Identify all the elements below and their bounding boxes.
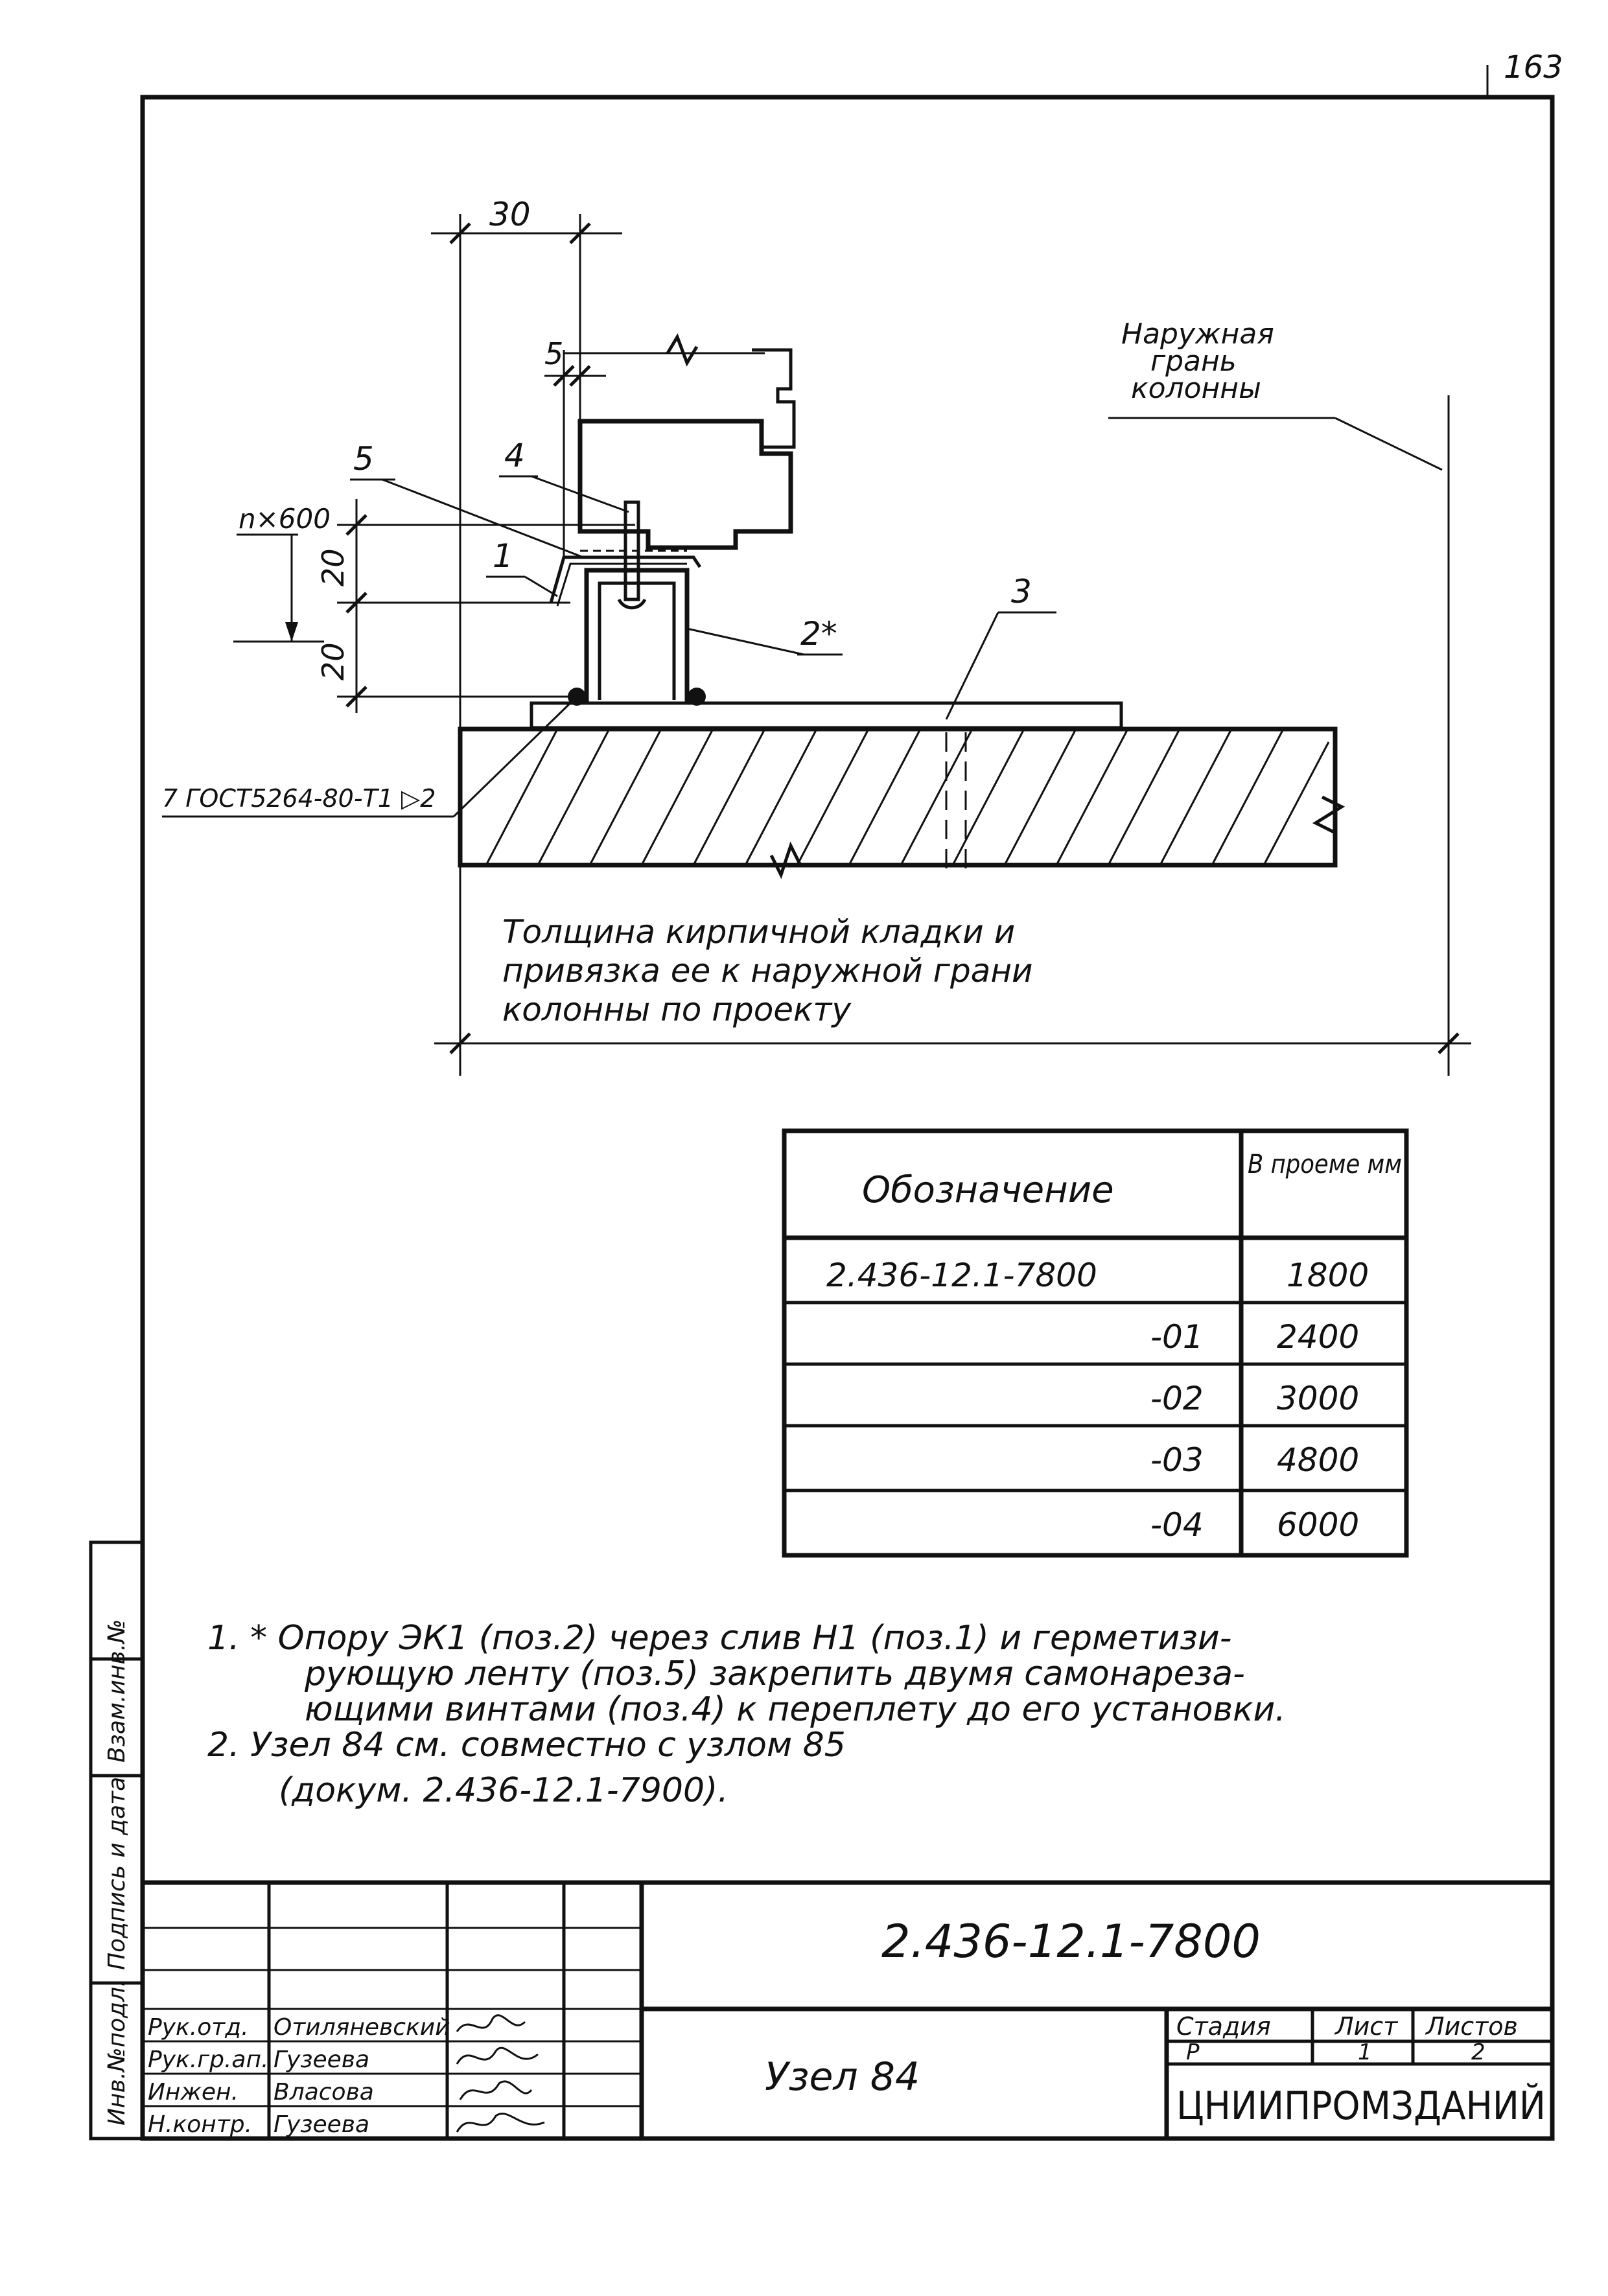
- dimensions: 30 5 20 20 n×600: [233, 196, 1471, 1076]
- weld-right: [688, 688, 706, 706]
- frame-profile: [577, 419, 793, 550]
- outer-face-note: Наружная грань колонны: [1108, 318, 1443, 471]
- side-stamp-signature-date: Подпись и дата: [104, 1777, 130, 1970]
- signature-4: [456, 2113, 545, 2133]
- role-norm-control: Н.контр.: [148, 2111, 252, 2138]
- stage-label: Стадия: [1176, 2012, 1271, 2041]
- dim-5: 5: [544, 336, 563, 371]
- name-norm-control: Гузеева: [274, 2111, 369, 2138]
- note-line-4: 2. Узел 84 см. совместно с узлом 85: [207, 1726, 846, 1765]
- break-mark-right: [1312, 795, 1346, 835]
- sheet-title: Узел 84: [765, 2054, 920, 2100]
- position-leaders: 5 4 1 2* 3: [350, 437, 1056, 720]
- drawing-frame: [140, 95, 1555, 2141]
- signature-2: [456, 2047, 539, 2065]
- role-engineer: Инжен.: [148, 2079, 239, 2105]
- dim-20-lower: 20: [316, 642, 351, 680]
- note-line-3: ющими винтами (поз.4) к переплету до его…: [305, 1690, 1286, 1729]
- spec-row-2-designation: -01: [1150, 1318, 1204, 1356]
- sheets-label: Листов: [1425, 2012, 1518, 2041]
- sheet-label: Лист: [1334, 2012, 1399, 2041]
- role-group-lead: Рук.гр.ап.: [148, 2047, 268, 2073]
- position-3: 3: [1011, 573, 1032, 610]
- note-line-2: рующую ленту (поз.5) закрепить двумя сам…: [304, 1654, 1245, 1693]
- spec-row-5-designation: -04: [1150, 1506, 1204, 1544]
- outer-face-note-line-1: Наружная: [1121, 318, 1274, 351]
- spec-row-4-size: 4800: [1277, 1441, 1359, 1479]
- masonry-block: [458, 726, 1338, 868]
- spec-header-designation: Обозначение: [862, 1169, 1114, 1211]
- masonry-note-line-3: колонны по проекту: [502, 991, 852, 1028]
- outer-face-note-line-2: грань: [1150, 345, 1237, 378]
- base-plate: [530, 701, 1123, 730]
- spec-row-3-designation: -02: [1150, 1380, 1204, 1417]
- name-group-lead: Гузеева: [274, 2047, 369, 2073]
- sheets-value: 2: [1471, 2039, 1486, 2065]
- position-1: 1: [493, 537, 513, 575]
- name-head-dept: Отиляневский: [274, 2014, 450, 2041]
- sheet-value: 1: [1358, 2039, 1372, 2065]
- signature-3: [459, 2080, 533, 2100]
- organization-name: ЦНИИПРОМЗДАНИЙ: [1176, 2082, 1546, 2129]
- position-4: 4: [504, 437, 525, 474]
- side-stamp-replaced-inv: Взам.инв.№: [104, 1619, 130, 1763]
- masonry-note-line-2: привязка ее к наружной грани: [502, 952, 1033, 990]
- dim-20-upper: 20: [316, 548, 351, 586]
- break-mark-bottom: [769, 841, 802, 879]
- spec-row-1-designation: 2.436-12.1-7800: [826, 1257, 1097, 1294]
- title-block: Рук.отд. Рук.гр.ап. Инжен. Н.контр. Отил…: [143, 1880, 1552, 2139]
- side-stamp-inv-orig: Инв.№подл.: [104, 1980, 130, 2126]
- note-line-5: (докум. 2.436-12.1-7900).: [279, 1771, 728, 1810]
- dim-30: 30: [489, 196, 531, 233]
- signature-1: [456, 2014, 526, 2032]
- general-notes: 1. * Опору ЭК1 (поз.2) через слив Н1 (по…: [207, 1619, 1286, 1810]
- name-engineer: Власова: [274, 2079, 374, 2105]
- spec-row-1-size: 1800: [1287, 1257, 1369, 1294]
- page-number: 163: [1504, 49, 1563, 86]
- weld-callout: 7 ГОСТ5264-80-Т1 ▷2: [162, 784, 436, 813]
- masonry-note: Толщина кирпичной кладки и привязка ее к…: [502, 913, 1033, 1028]
- outer-face-note-line-3: колонны: [1131, 372, 1261, 405]
- break-mark-top: [666, 333, 699, 367]
- masonry-note-line-1: Толщина кирпичной кладки и: [502, 913, 1015, 951]
- spec-row-4-designation: -03: [1150, 1441, 1204, 1479]
- spec-row-2-size: 2400: [1277, 1318, 1359, 1356]
- spec-row-3-size: 3000: [1277, 1380, 1359, 1417]
- dim-pitch: n×600: [239, 503, 331, 535]
- spec-header-size: В проеме мм: [1248, 1150, 1402, 1179]
- spec-row-5-size: 6000: [1277, 1506, 1359, 1544]
- node-detail-drawing: [458, 333, 1346, 879]
- document-code: 2.436-12.1-7800: [881, 1915, 1261, 1968]
- note-line-1: 1. * Опору ЭК1 (поз.2) через слив Н1 (по…: [207, 1619, 1232, 1658]
- role-head-dept: Рук.отд.: [148, 2014, 249, 2041]
- side-stamp: Инв.№подл. Подпись и дата Взам.инв.№: [89, 1540, 145, 2140]
- spec-table: Обозначение В проеме мм 2.436-12.1-7800 …: [782, 1128, 1409, 1558]
- stage-value: Р: [1186, 2039, 1200, 2065]
- position-5: 5: [353, 440, 374, 478]
- masonry-hatching: [485, 728, 1330, 866]
- position-2: 2*: [800, 615, 837, 653]
